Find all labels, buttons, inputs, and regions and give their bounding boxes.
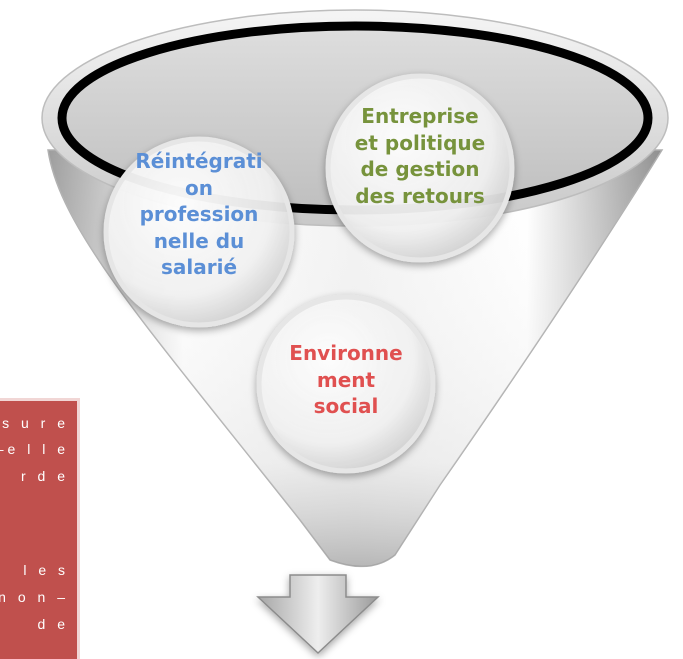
circle-label-reintegration: Réintégrati on profession nelle du salar…	[119, 148, 279, 281]
circle-1-line-5: salarié	[160, 255, 238, 280]
circle-3-line-3: social	[313, 394, 379, 419]
circle-1-line-2: on	[185, 175, 213, 200]
circle-2-line-2: et politique	[354, 130, 486, 155]
circle-3-line-2: ment	[316, 367, 376, 392]
circle-1-line-4: nelle du	[153, 228, 245, 253]
side-line-6: n o n –	[0, 589, 69, 605]
side-line-3: r d e	[20, 468, 69, 484]
circle-2-line-4: des retours	[355, 183, 485, 208]
side-text-panel: s u r e –e l l e r d e l e s n o n – d e	[0, 398, 80, 659]
bubble-reintegration	[103, 136, 295, 328]
side-line-7: d e	[37, 616, 69, 632]
down-arrow-icon	[256, 574, 380, 655]
side-line-2: –e l l e	[0, 441, 69, 457]
bubble-entreprise	[325, 73, 515, 263]
circle-label-entreprise: Entreprise et politique de gestion des r…	[340, 103, 500, 209]
side-line-5: l e s	[23, 562, 69, 578]
circle-2-line-3: de gestion	[360, 157, 480, 182]
circle-1-line-1: Réintégrati	[135, 149, 263, 173]
bubble-environnement	[256, 294, 436, 474]
circle-2-line-1: Entreprise	[361, 104, 479, 128]
circle-1-line-3: profession	[139, 202, 259, 227]
circle-3-line-1: Environne	[289, 341, 403, 365]
circle-label-environnement: Environne ment social	[266, 340, 426, 420]
side-line-1: s u r e	[2, 415, 69, 431]
